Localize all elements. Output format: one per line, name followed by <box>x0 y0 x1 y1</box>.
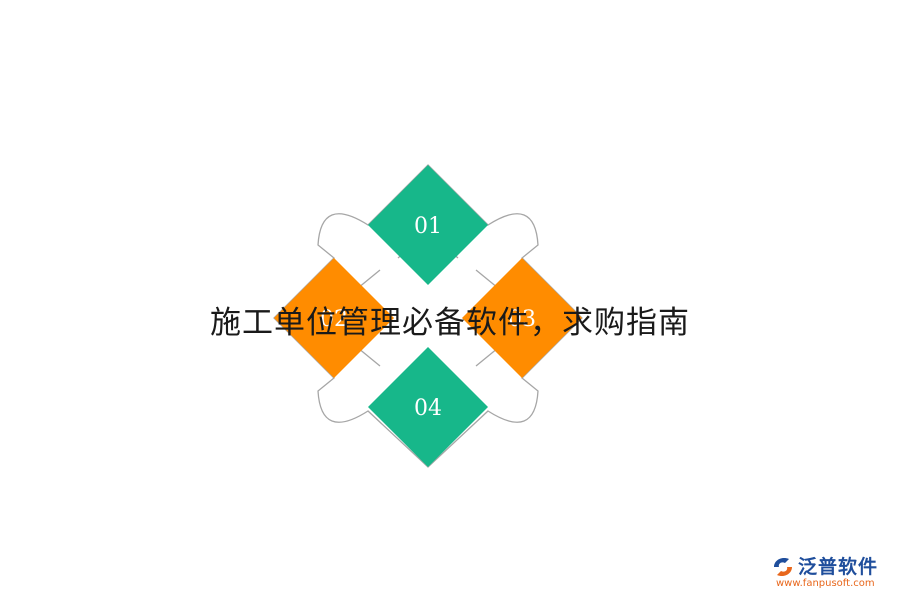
page-title: 施工单位管理必备软件，求购指南 <box>210 305 690 341</box>
label-04: 04 <box>414 396 442 421</box>
logo-name: 泛普软件 <box>798 556 879 578</box>
label-02: 02 <box>320 307 348 332</box>
diamond-01 <box>368 165 488 285</box>
diamond-03 <box>462 258 582 378</box>
label-03: 03 <box>508 307 536 332</box>
brand-logo: 泛普软件 www.fanpusoft.com <box>770 552 895 597</box>
diamond-02 <box>274 258 394 378</box>
label-01: 01 <box>414 214 442 239</box>
logo-url: www.fanpusoft.com <box>776 578 875 589</box>
diamond-04 <box>368 347 488 467</box>
logo-mark-icon <box>774 557 792 577</box>
